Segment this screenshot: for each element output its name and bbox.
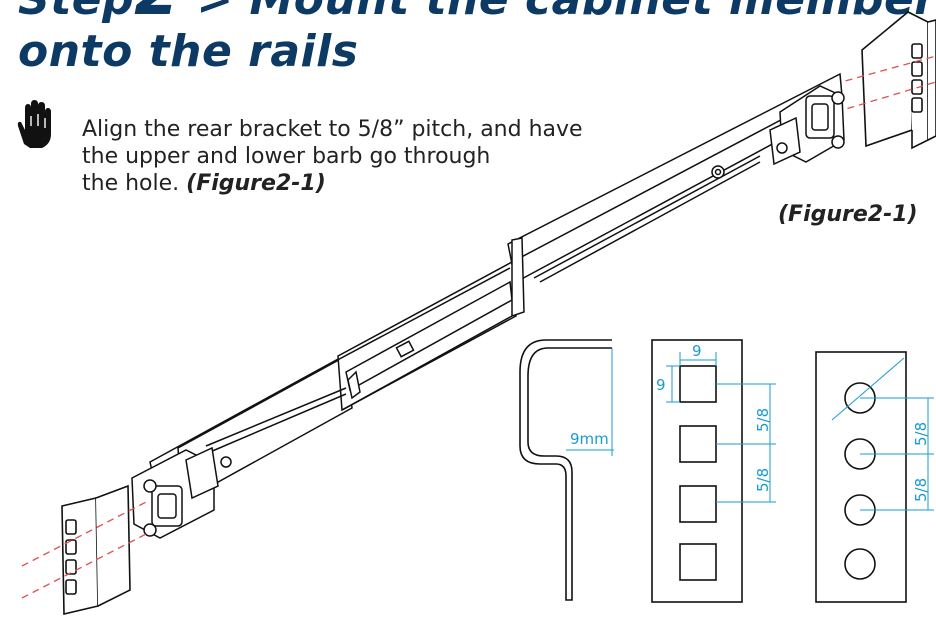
step-prefix: Step: [18, 0, 134, 25]
dimension-square: [666, 352, 776, 503]
instruction-line1: Align the rear bracket to 5/8” pitch, an…: [82, 117, 583, 142]
dim-square-height: 9: [656, 376, 666, 394]
dim-pitch-a: 5/8: [754, 408, 772, 432]
square-hole-plate: [651, 339, 743, 603]
round-hole-plate: [815, 351, 907, 603]
guide-lines-top: [833, 55, 936, 113]
step-number: 2: [134, 0, 180, 30]
instruction-line3: the hole.: [82, 171, 187, 196]
dim-round-pitch-b: 5/8: [912, 478, 930, 502]
step-suffix: > Mount the cabinet member: [196, 0, 936, 25]
front-bracket: [769, 85, 845, 166]
dim-pitch-b: 5/8: [754, 468, 772, 492]
hand-icon: [17, 100, 51, 148]
dimension-round-labels: 5/8 5/8: [912, 422, 930, 502]
bracket-profile: [519, 339, 612, 601]
title-line2: onto the rails: [18, 26, 359, 77]
instruction-figure-ref: (Figure2-1): [186, 171, 326, 196]
instruction-line2: the upper and lower barb go through: [82, 144, 491, 169]
instruction-text: Align the rear bracket to 5/8” pitch, an…: [82, 116, 642, 197]
page-title: Step2 > Mount the cabinet member onto th…: [18, 0, 936, 78]
guide-lines-bottom: [21, 499, 151, 599]
rear-bracket: [131, 446, 232, 539]
slide-rail: [149, 72, 843, 504]
figure-caption: (Figure2-1): [778, 202, 918, 227]
front-post: [861, 11, 936, 150]
dim-square-width: 9: [692, 342, 702, 360]
dim-round-pitch-a: 5/8: [912, 422, 930, 446]
dimension-9mm: 9mm: [566, 348, 614, 456]
dim-9mm-label: 9mm: [570, 430, 609, 448]
rear-post: [61, 484, 131, 616]
dimension-round: [831, 357, 934, 511]
dimension-square-labels: 9 9 5/8 5/8: [656, 342, 772, 492]
